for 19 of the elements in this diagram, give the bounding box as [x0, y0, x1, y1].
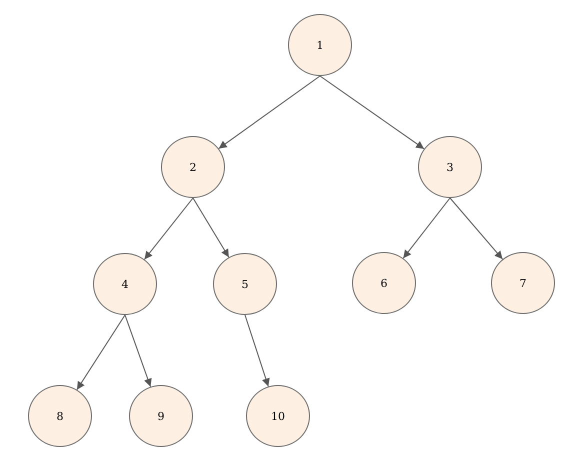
arrow: [144, 198, 194, 260]
node-label: 3: [446, 160, 454, 174]
node-label: 1: [316, 38, 324, 52]
arrow: [244, 314, 270, 387]
node-label: 2: [190, 160, 196, 174]
arrow: [450, 198, 504, 260]
node-label: 4: [122, 278, 128, 290]
arrow: [124, 314, 152, 388]
arrow: [402, 198, 450, 259]
node-label: 8: [56, 410, 64, 422]
arrow: [76, 314, 126, 390]
node-label: 9: [158, 410, 164, 422]
node-label: 6: [380, 276, 388, 290]
node-label: 5: [242, 278, 248, 290]
arrow: [192, 198, 230, 258]
node-label: 7: [520, 276, 526, 290]
arrow: [320, 76, 425, 150]
arrow: [218, 76, 320, 150]
node-label: 10: [271, 410, 285, 422]
